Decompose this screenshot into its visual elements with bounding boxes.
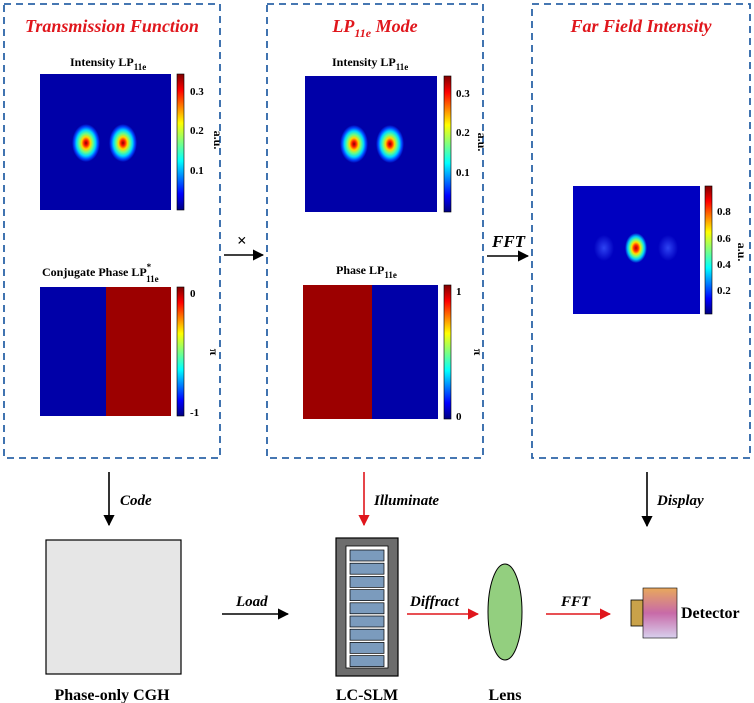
component-label: Phase-only CGH [54, 687, 170, 703]
edge-label: Diffract [409, 594, 460, 610]
panel-border [531, 3, 751, 459]
edge-label: FFT [560, 594, 591, 610]
intensity-lobe-right [109, 124, 137, 162]
slm-pixel-strip [349, 655, 385, 667]
edge-fft-bottom: FFT [546, 594, 612, 620]
edge-load: Load [222, 594, 290, 620]
colorbar-tick: 0.2 [190, 125, 204, 137]
far-field-side-lobe [658, 235, 678, 261]
colorbar-tick: 0.2 [717, 285, 731, 297]
intensity-map [40, 74, 171, 210]
colorbar-tick: 0.4 [717, 259, 731, 271]
edge-display: Display [641, 472, 704, 528]
edge-label: Load [235, 594, 268, 610]
panel-title: Far Field Intensity [569, 16, 712, 36]
slm-pixel-array [349, 549, 385, 667]
slm-pixel-strip [349, 602, 385, 615]
edge-fft-top: FFT [487, 232, 530, 262]
intensity-lobe-right [376, 125, 404, 163]
edge-multiply: × [224, 231, 265, 261]
colorbar-tick: 0.3 [190, 86, 204, 98]
detector-body [642, 587, 678, 639]
colorbar-tick: 0.1 [456, 167, 470, 179]
panel-title: Transmission Function [25, 16, 199, 36]
component-lc-slm: LC-SLM [335, 537, 399, 703]
panel-border [266, 3, 484, 459]
slm-pixel-strip [349, 628, 385, 641]
component-label: Lens [489, 687, 522, 703]
panel-border [3, 3, 221, 459]
intensity-label: Intensity LP11e [70, 55, 146, 72]
phase-colorbar: 1 0 π [443, 284, 485, 423]
phase-colorbar: 0 -1 π [176, 286, 221, 419]
colorbar-unit: a.u. [211, 131, 225, 150]
component-label: Detector [681, 605, 740, 622]
slm-pixel-strip [349, 549, 385, 562]
colorbar-tick: 1 [456, 286, 462, 298]
colorbar-tick: 0 [456, 411, 462, 423]
edge-label: Code [120, 493, 152, 509]
colorbar-tick: -1 [190, 407, 199, 419]
edge-label: Display [656, 493, 704, 509]
colorbar-tick: 0.1 [190, 165, 204, 177]
phase-label: Phase LP11e [336, 263, 397, 280]
slm-pixel-strip [349, 576, 385, 588]
component-phase-only-cgh: Phase-only CGH [45, 539, 182, 703]
colorbar-unit: π [471, 349, 485, 356]
edge-code: Code [103, 472, 152, 527]
edge-diffract: Diffract [407, 594, 480, 620]
component-detector: Detector [630, 587, 740, 639]
intensity-lobe-left [340, 125, 368, 163]
slm-pixel-strip [349, 562, 385, 575]
colorbar-tick: 0.2 [456, 127, 470, 139]
panel-transmission-function: Transmission Function Intensity LP11e 0.… [3, 3, 225, 459]
slm-pixel-strip [349, 589, 385, 601]
far-field-side-lobe [594, 235, 614, 261]
intensity-map [305, 76, 437, 212]
panel-lp11e-mode: LP11e Mode Intensity LP11e 0.3 0.2 0.1 a… [266, 3, 489, 459]
panel-title: LP11e Mode [331, 16, 417, 40]
colorbar-tick: 0.6 [717, 233, 731, 245]
colorbar-unit: a.u. [475, 133, 489, 152]
intensity-colorbar: 0.3 0.2 0.1 a.u. [176, 73, 225, 211]
panel-far-field-intensity: Far Field Intensity 0.8 0.6 0.4 0.2 a.u. [531, 3, 751, 459]
component-label: LC-SLM [336, 687, 398, 703]
colorbar-tick: 0.3 [456, 88, 470, 100]
component-lens: Lens [487, 563, 523, 703]
edge-illuminate: Illuminate [358, 472, 439, 527]
colorbar-unit: a.u. [735, 243, 749, 262]
slm-pixel-strip [349, 642, 385, 654]
slm-pixel-strip [349, 615, 385, 628]
phase-map [40, 287, 171, 416]
far-field-map [573, 186, 700, 314]
detector-aperture [630, 599, 644, 627]
phase-label: Conjugate Phase LP*11e [42, 262, 159, 284]
far-field-spot [625, 233, 647, 263]
edge-label: × [237, 231, 247, 250]
colorbar-unit: π [207, 349, 221, 356]
edge-label: FFT [491, 232, 526, 251]
phase-map [303, 285, 438, 419]
colorbar-tick: 0.8 [717, 206, 731, 218]
colorbar-tick: 0 [190, 288, 196, 300]
intensity-label: Intensity LP11e [332, 55, 408, 72]
intensity-lobe-left [72, 124, 100, 162]
far-field-colorbar: 0.8 0.6 0.4 0.2 a.u. [704, 185, 749, 315]
intensity-colorbar: 0.3 0.2 0.1 a.u. [443, 75, 489, 213]
edge-label: Illuminate [373, 493, 439, 509]
